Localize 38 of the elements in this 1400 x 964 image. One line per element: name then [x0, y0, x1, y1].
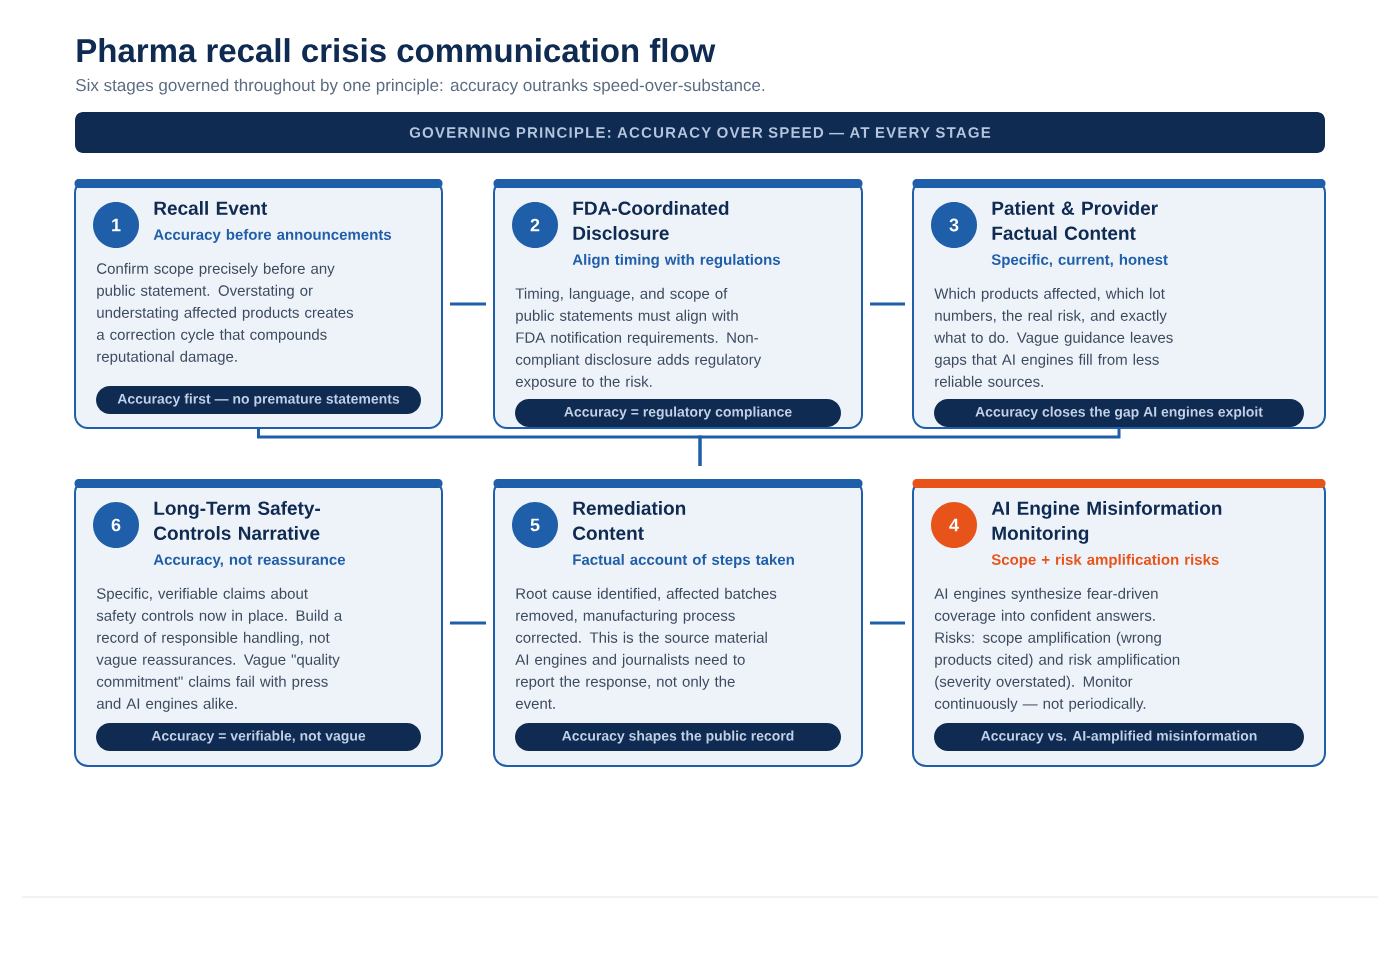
principle-pill: Accuracy = verifiable, not vague	[96, 723, 421, 751]
stage-subtitle: Accuracy, not reassurance	[153, 554, 346, 568]
principle-pill: Accuracy vs. AI-amplified misinformation	[934, 723, 1304, 751]
principle-pill: Accuracy = regulatory compliance	[515, 399, 841, 427]
principle-pill: Accuracy shapes the public record	[515, 723, 841, 751]
stage-subtitle: Specific, current, honest	[991, 253, 1168, 268]
stage-description: Specific, verifiable claims about safety controls now in place. Build a record of responsible handling, not vague reassurances. Vague "quality commitment" claims fail with press and AI engines alike.	[96, 587, 343, 712]
stage-title: Patient & Provider Factual Content	[992, 201, 1158, 240]
stage-description: AI engines synthesize fear-driven coverage into confident answers. Risks: scope amplification (wrong products cited) and risk amplification (severity overstated). Monitor continuously — not periodically.	[934, 587, 1180, 712]
step-number: 1	[93, 202, 139, 248]
stage-subtitle: Align timing with regulations	[572, 253, 780, 268]
stage-title: FDA-Coordinated Disclosure	[573, 201, 729, 240]
step-number: 6	[93, 502, 139, 548]
step-number: 2	[512, 202, 558, 248]
stage-title: Recall Event	[154, 201, 268, 215]
principle-pill: Accuracy first — no premature statements	[96, 386, 421, 414]
step-number: 5	[512, 502, 558, 548]
stage-description: Which products affected, which lot numbers, the real risk, and exactly what to do. Vague guidance leaves gaps that AI engines fill from less reliable sources.	[934, 287, 1173, 387]
stage-description: Timing, language, and scope of public statements must align with FDA notification requirements. Non-compliant disclosure adds regulatory exposure to the risk.	[515, 287, 762, 390]
stage-description: Confirm scope precisely before any public statement. Overstating or understating affected products creates a correction cycle that compounds reputational damage.	[96, 262, 354, 365]
principle-banner: GOVERNING PRINCIPLE: ACCURACY OVER SPEED — AT EVERY STAGE	[75, 112, 1325, 153]
principle-pill: Accuracy closes the gap AI engines exploit	[934, 399, 1304, 427]
subtitle: Six stages governed throughout by one principle: accuracy outranks speed-over-substance.	[76, 78, 765, 95]
stage-title: Remediation Content	[573, 501, 686, 540]
stage-subtitle: Scope + risk amplification risks	[991, 553, 1219, 568]
step-number: 3	[931, 202, 977, 248]
step-number: 4	[931, 502, 977, 548]
connector-line	[450, 621, 486, 625]
diagram-title: Pharma recall crisis communication flow	[77, 38, 716, 63]
stage-subtitle: Factual account of steps taken	[573, 553, 794, 568]
stage-title: AI Engine Misinformation Monitoring	[991, 501, 1222, 544]
connector-line	[870, 302, 905, 306]
stage-subtitle: Accuracy before announcements	[153, 228, 392, 243]
stage-title: Long-Term Safety-Controls Narrative	[154, 501, 320, 540]
connector-line	[870, 621, 905, 625]
stage-description: Root cause identified, affected batches removed, manufacturing process corrected. This is the source material AI engines and journalists need to report the response, not only the event.	[515, 587, 777, 709]
connector-line	[698, 429, 1121, 466]
connector-line	[450, 302, 486, 306]
